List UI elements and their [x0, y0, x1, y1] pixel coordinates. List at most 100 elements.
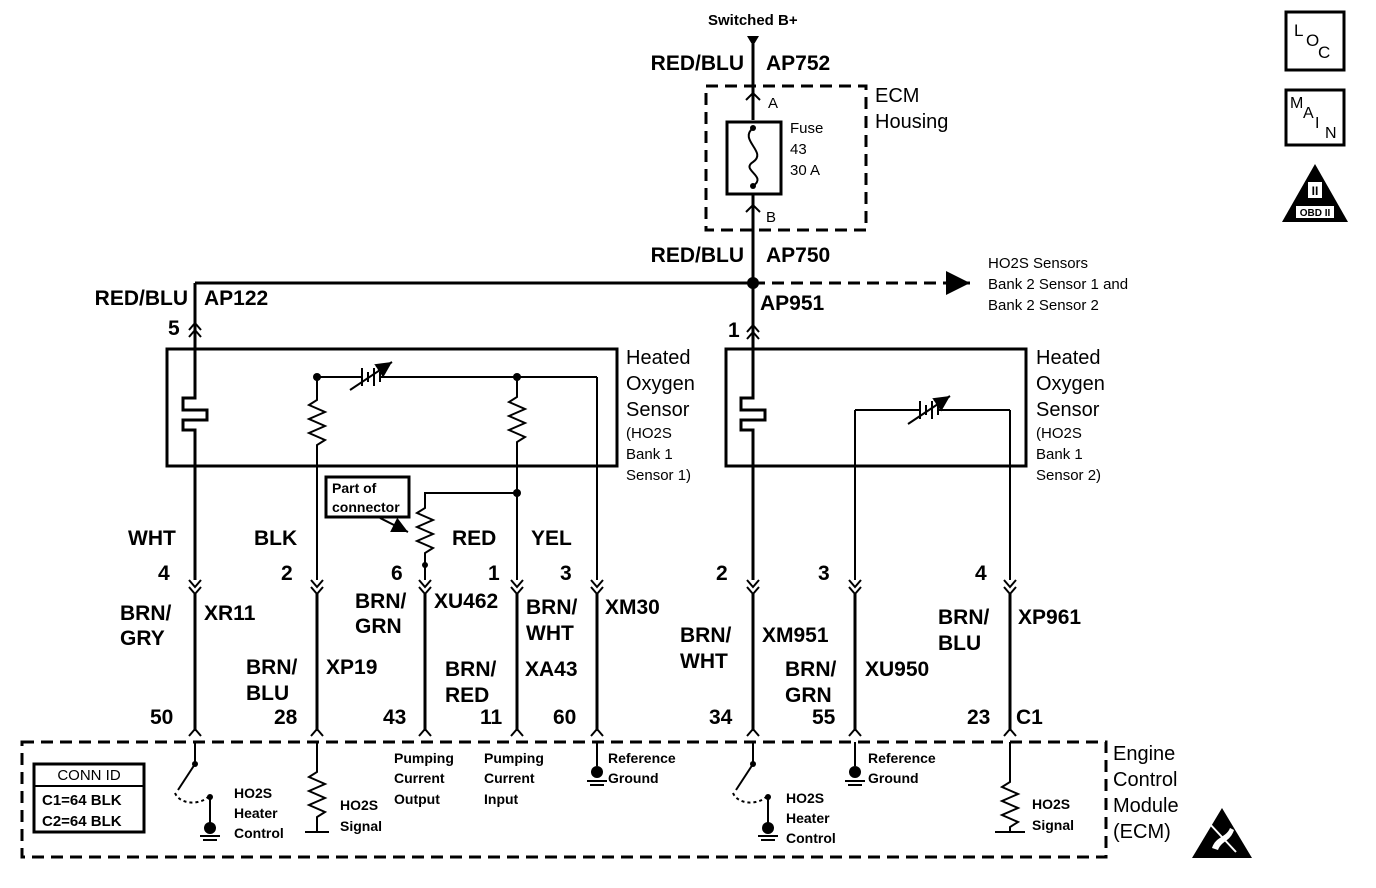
xu462-wire-b: GRN [355, 615, 402, 638]
pump-out-line2: Current [394, 770, 445, 786]
xu950-circuit: XU950 [865, 658, 929, 681]
xu462-circuit: XU462 [434, 590, 498, 613]
ecm-ref-ground2 [845, 742, 865, 786]
conn-id-c1: C1=64 BLK [42, 792, 122, 809]
xr11-circuit: XR11 [204, 602, 256, 625]
sensor1-connector-pins: 4 2 6 1 3 [158, 562, 572, 585]
supply-circuit: AP752 [766, 52, 830, 75]
svg-text:I: I [1315, 115, 1319, 132]
ecm-pin-60: 60 [553, 706, 576, 729]
ref2-line2: Ground [868, 770, 919, 786]
ecm-line3: Module [1113, 795, 1179, 817]
esd-icon [1192, 808, 1252, 858]
part-of-connector-box [324, 475, 411, 519]
loc-icon[interactable]: L O C [1284, 10, 1346, 72]
svg-text:N: N [1325, 125, 1337, 142]
signal2-label-line1: HO2S [1032, 796, 1070, 812]
xr11-wire-a: BRN/ [120, 602, 171, 625]
conn-id-title: CONN ID [57, 767, 121, 784]
sensor2-heater-element [739, 390, 767, 580]
ecm-box [20, 740, 1108, 859]
svg-text:C: C [1318, 43, 1330, 62]
ecm-ref-ground1 [587, 742, 607, 786]
sensor2-line5: Bank 1 [1036, 446, 1083, 463]
conn-id-table [32, 762, 146, 834]
left-feed-circuit: AP122 [204, 287, 268, 310]
xm30-wire-b: WHT [526, 622, 574, 645]
ecm-pin-11: 11 [480, 706, 503, 729]
svg-text:M: M [1290, 95, 1303, 112]
connector-resistor-dot [422, 562, 428, 568]
pin-xm30: 3 [560, 562, 572, 585]
ecm-connector-marks [188, 727, 1017, 737]
wire-blk-color: BLK [254, 527, 297, 550]
left-feed-wire-color: RED/BLU [95, 287, 188, 310]
xp961-wire-a: BRN/ [938, 606, 989, 629]
supply-label: Switched B+ [708, 12, 798, 29]
heater2-label-line3: Control [786, 830, 836, 846]
signal1-label-line1: HO2S [340, 797, 378, 813]
branch-note-line1: HO2S Sensors [988, 255, 1088, 272]
pump-out-line3: Output [394, 791, 440, 807]
supply-wire-color: RED/BLU [651, 52, 744, 75]
ecm-housing-box [704, 84, 868, 232]
pump-out-line1: Pumping [394, 750, 454, 766]
sensor2-line4: (HO2S [1036, 425, 1082, 442]
ecm-pin-23: 23 [967, 706, 990, 729]
part-of-connector-line2: connector [332, 499, 400, 515]
pump-in-line1: Pumping [484, 750, 544, 766]
sensor1-harness-wires [193, 594, 599, 730]
fuse-label-line2: 43 [790, 141, 807, 158]
xm951-wire-b: WHT [680, 650, 728, 673]
sensor2-line3: Sensor [1036, 399, 1100, 421]
sensor1-variable-arrow [349, 361, 393, 391]
ecm-pin-55: 55 [812, 706, 836, 729]
xm30-wire-a: BRN/ [526, 596, 577, 619]
pump-in-line2: Current [484, 770, 535, 786]
svg-text:O: O [1306, 31, 1319, 50]
ecm-line2: Control [1113, 769, 1177, 791]
pin-xa43: 1 [488, 562, 500, 585]
supply-arrow [747, 36, 759, 46]
main-icon[interactable]: M A I N [1284, 88, 1346, 147]
wire-red-color: RED [452, 527, 496, 550]
sensor1-line2: Oxygen [626, 373, 695, 395]
left-feed-pin: 5 [168, 317, 180, 340]
pin-xp961: 4 [975, 562, 987, 585]
left-feed-connector-mark [188, 321, 202, 338]
xa43-wire-b: RED [445, 684, 489, 707]
ecm-housing-line1: ECM [875, 85, 919, 107]
branch-note-line3: Bank 2 Sensor 2 [988, 297, 1099, 314]
xp19-wire-a: BRN/ [246, 656, 297, 679]
ecm-pin-28: 28 [274, 706, 298, 729]
obd2-icon[interactable]: II OBD II [1282, 164, 1348, 222]
sensor2-variable-arrow [907, 395, 951, 425]
xm951-wire-a: BRN/ [680, 624, 731, 647]
sensor1-box [165, 347, 619, 468]
sensor2-line1: Heated [1036, 347, 1101, 369]
sensor1-line6: Sensor 1) [626, 467, 691, 484]
pin-xu462: 6 [391, 562, 403, 585]
wire-wht-color: WHT [128, 527, 176, 550]
xr11-wire-b: GRY [120, 627, 165, 650]
xp19-circuit: XP19 [326, 656, 377, 679]
ecm-pin-50: 50 [150, 706, 173, 729]
heater1-label-line3: Control [234, 825, 284, 841]
ecm-pin-43: 43 [383, 706, 406, 729]
fuse-dot-bottom [750, 183, 756, 189]
sensor1-resistor-pump [506, 377, 528, 580]
xm30-circuit: XM30 [605, 596, 660, 619]
svg-text:A: A [1303, 105, 1314, 122]
pin-xu950: 3 [818, 562, 830, 585]
pump-in-line3: Input [484, 791, 519, 807]
ecm-heater2-switch [732, 742, 778, 841]
ecm-pin-34: 34 [709, 706, 733, 729]
sensor2-line6: Sensor 2) [1036, 467, 1101, 484]
fuse-terminal-b: B [766, 209, 776, 226]
svg-text:OBD II: OBD II [1300, 208, 1331, 219]
pin-xp19: 2 [281, 562, 293, 585]
sensor1-line4: (HO2S [626, 425, 672, 442]
heater1-label-line1: HO2S [234, 785, 272, 801]
xu462-wire-a: BRN/ [355, 590, 406, 613]
